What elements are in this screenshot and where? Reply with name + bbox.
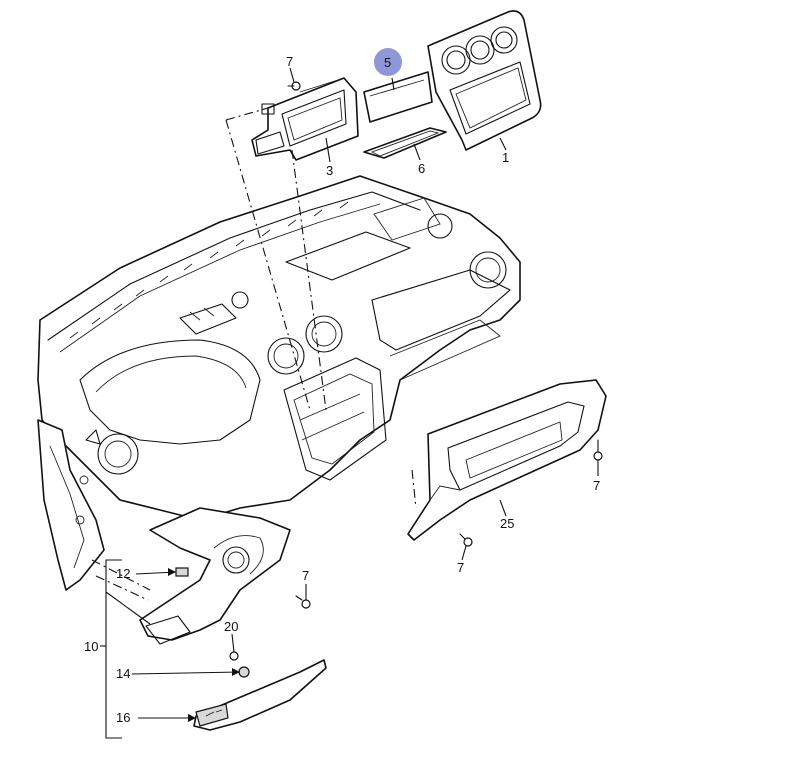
label-5: 5 [384,55,391,70]
screw-knee-7 [295,595,311,609]
dashboard-panel[interactable] [37,175,521,521]
label-14: 14 [116,666,130,681]
lower-trim-panel[interactable] [139,507,291,645]
glovebox-part-25[interactable] [407,379,607,541]
insert-part-5[interactable] [363,71,433,123]
screw-right-7 [593,439,603,461]
label-7-top: 7 [286,54,293,69]
label-7-glovebox: 7 [457,560,464,575]
mat-part-6[interactable] [363,127,447,159]
label-16: 16 [116,710,130,725]
clip-12 [175,567,189,577]
label-7-right: 7 [593,478,600,493]
label-25: 25 [500,516,514,531]
screw-20 [229,651,239,661]
cover-part-16[interactable] [193,659,327,731]
trim-frame-part-1[interactable] [427,10,542,151]
assembly-lines [91,107,417,601]
label-6: 6 [418,161,425,176]
label-1: 1 [502,150,509,165]
clip-14 [238,666,250,678]
label-7-knee: 7 [302,568,309,583]
label-20: 20 [224,619,238,634]
arrowheads [168,568,240,722]
left-side-panel[interactable] [37,419,105,591]
bracket-part-3[interactable] [251,77,359,161]
label-10: 10 [84,639,98,654]
highlight-part-5 [374,48,402,76]
label-3: 3 [326,163,333,178]
label-12: 12 [116,566,130,581]
screw-top-7 [287,81,301,91]
screw-glovebox-7 [459,533,473,547]
